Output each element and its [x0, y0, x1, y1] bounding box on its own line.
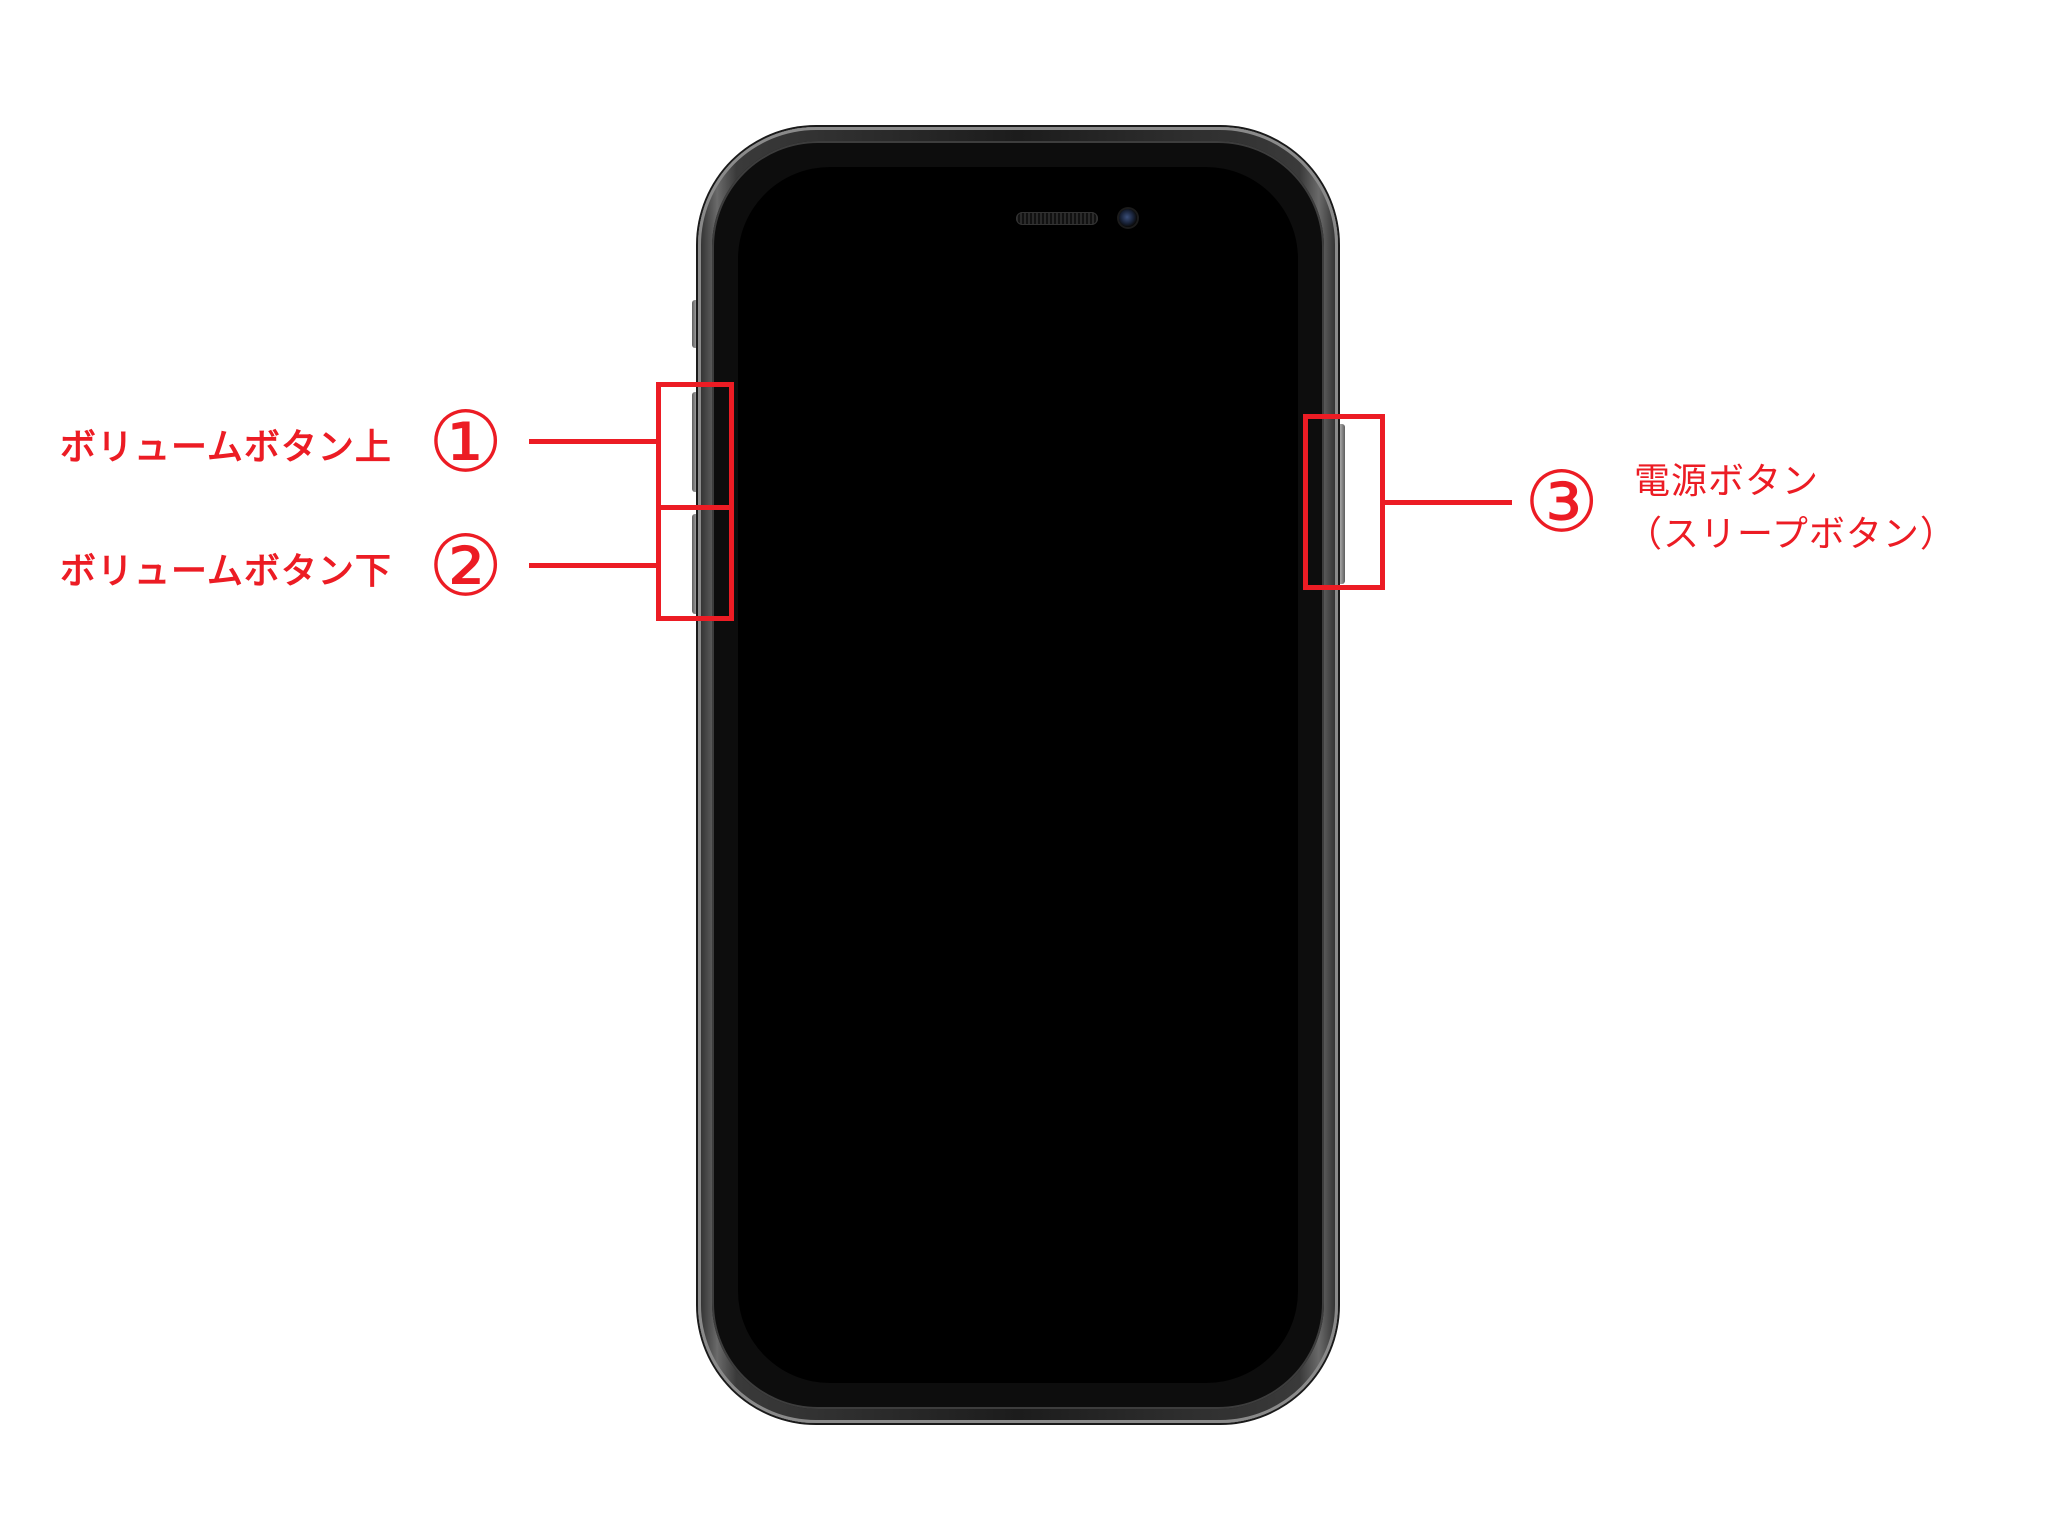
volume-down-number: ②	[428, 517, 504, 615]
power-leader-line	[1384, 500, 1512, 505]
phone-bezel	[712, 141, 1324, 1409]
volume-up-leader-line	[529, 439, 658, 444]
volume-up-number: ①	[428, 393, 504, 491]
volume-down-label: ボリュームボタン下	[60, 551, 392, 592]
power-label-line1: 電源ボタン	[1634, 461, 1820, 502]
phone-illustration	[698, 127, 1338, 1423]
power-button	[1336, 424, 1345, 584]
volume-down-button	[692, 514, 701, 614]
power-label-line2: （スリープボタン）	[1626, 514, 1957, 555]
volume-down-highlight-box	[656, 505, 734, 621]
volume-up-highlight-box	[656, 382, 734, 510]
earpiece-speaker	[1016, 212, 1098, 225]
front-camera-icon	[1119, 209, 1137, 227]
volume-up-label: ボリュームボタン上	[60, 427, 392, 468]
phone-screen	[738, 167, 1298, 1383]
volume-down-leader-line	[529, 563, 658, 568]
power-number: ③	[1524, 453, 1600, 551]
mute-switch	[692, 300, 701, 348]
power-highlight-box	[1303, 414, 1385, 590]
volume-up-button	[692, 392, 701, 492]
